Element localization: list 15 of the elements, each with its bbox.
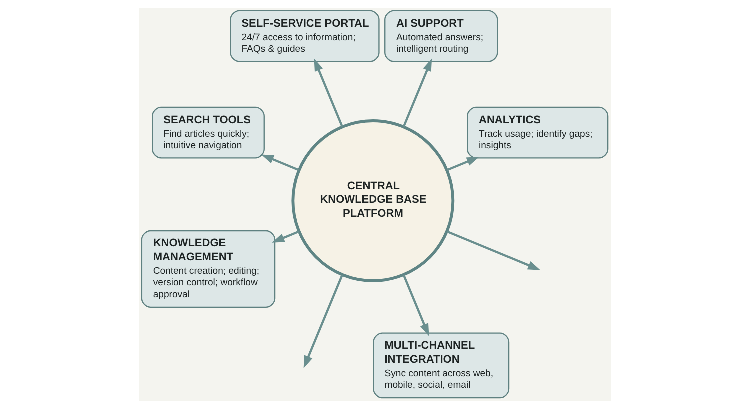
arrow <box>402 274 430 336</box>
node-box: AI SUPPORT Automated answers; intelligent routing <box>384 10 498 62</box>
node-box: SEARCH TOOLS Find articles quickly; intuitive navigation <box>152 106 265 159</box>
arrow <box>446 156 480 172</box>
node-box: MULTI-CHANNEL INTEGRATION Sync content across web, mobile, social, email <box>373 332 510 399</box>
arrow <box>314 58 344 128</box>
node-box: KNOWLEDGE MANAGEMENT Content creation; editing; version control; workflow approval <box>141 230 276 308</box>
arrow <box>261 154 300 172</box>
arrow <box>304 274 344 368</box>
node-box: ANALYTICS Track usage; identify gaps; insights <box>467 106 609 159</box>
arrow <box>272 230 300 243</box>
arrow <box>402 58 432 128</box>
node-circle: CENTRAL KNOWLEDGE BASE PLATFORM <box>292 120 455 282</box>
arrow <box>446 230 541 270</box>
node-box: SELF-SERVICE PORTAL 24/7 access to information; FAQs & guides <box>230 10 380 62</box>
